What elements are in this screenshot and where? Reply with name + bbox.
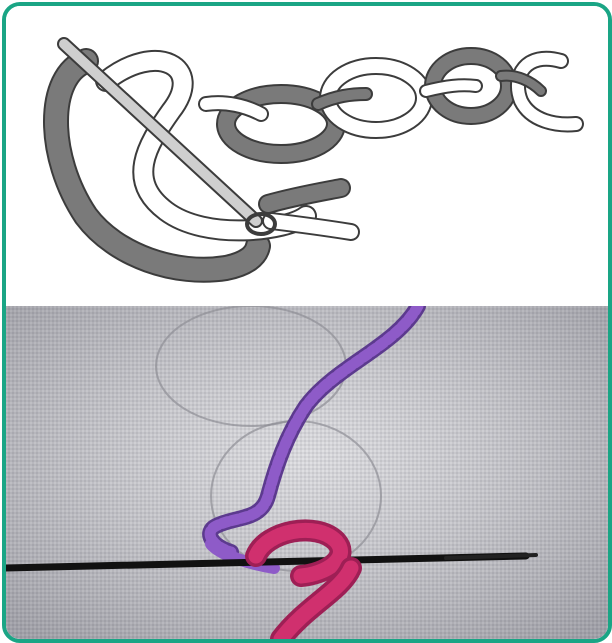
link-connector-3-fill: [426, 85, 476, 91]
divider: [6, 296, 608, 306]
stitch-photo-svg: [6, 306, 608, 639]
grey-tail-fill: [268, 188, 341, 204]
stitch-diagram: [6, 6, 608, 296]
fabric-shading: [6, 306, 608, 639]
stitch-photo: [6, 306, 608, 639]
stitch-diagram-svg: [6, 6, 608, 296]
